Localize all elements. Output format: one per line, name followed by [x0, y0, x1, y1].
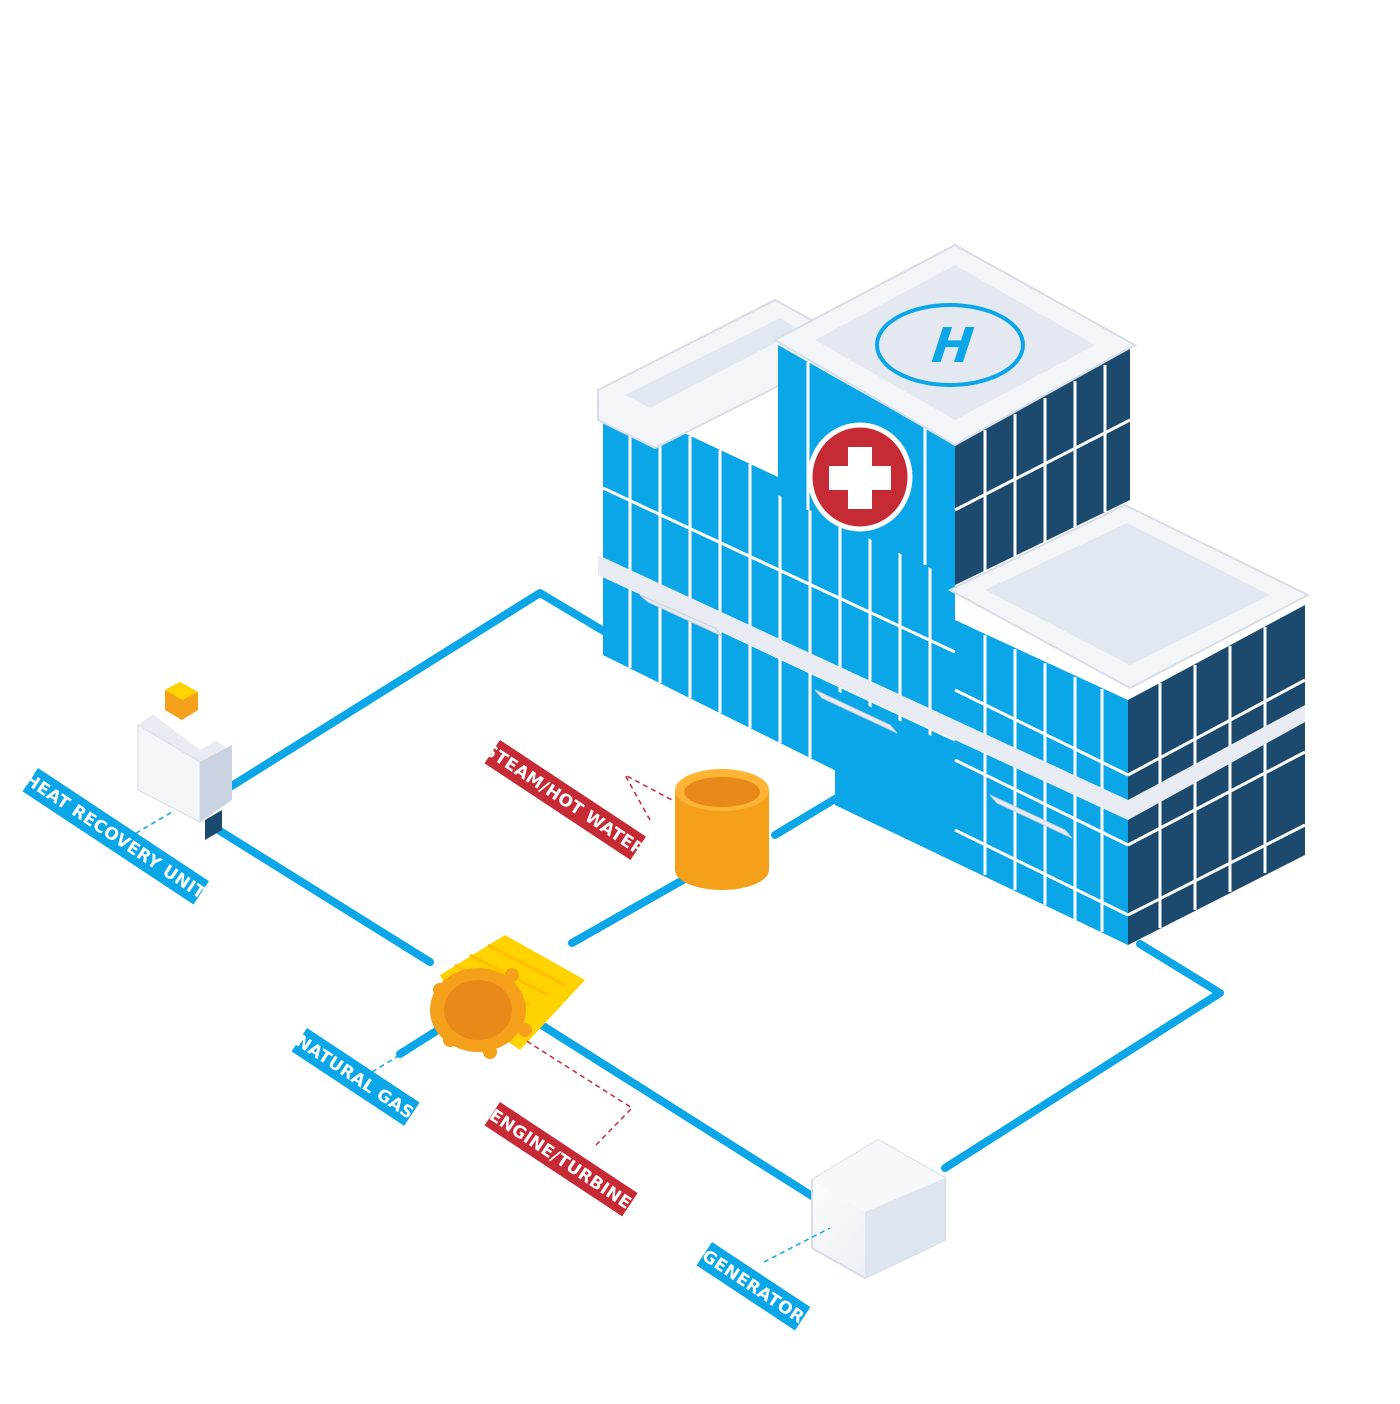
pipe-engine-to-tank	[568, 872, 694, 947]
label-natural-gas-text: NATURAL GAS	[292, 1031, 417, 1123]
generator-unit	[811, 1138, 946, 1280]
label-steam-hot-water: STEAM/HOT WATER	[480, 740, 648, 861]
right-wing	[598, 503, 1311, 945]
pipe-network	[208, 589, 1224, 1200]
leader-lines	[127, 773, 831, 1263]
pipe-engine-to-generator	[536, 1020, 816, 1200]
hospital-building: H	[597, 243, 1311, 945]
engine-turbine	[430, 935, 585, 1059]
hospital-cross-icon	[807, 422, 913, 532]
label-generator-text: GENERATOR	[698, 1246, 808, 1328]
heat-recovery-unit	[137, 682, 232, 840]
right-wing-side-face	[1128, 605, 1305, 945]
label-engine-text: ENGINE/TURBINE	[485, 1106, 634, 1214]
pipe-generator-to-building	[941, 940, 1224, 1172]
door-canopies	[639, 594, 1073, 839]
central-tower: H	[772, 243, 1138, 585]
label-engine-turbine: ENGINE/TURBINE	[484, 1102, 638, 1217]
label-steam-text: STEAM/HOT WATER	[480, 740, 648, 861]
pipe-heat-to-building	[226, 589, 616, 791]
pipe-heat-to-engine	[208, 822, 434, 966]
label-natural-gas: NATURAL GAS	[291, 1028, 420, 1126]
right-wing-window-grid	[954, 627, 1306, 932]
steam-hot-water-tank	[675, 769, 769, 890]
label-generator: GENERATOR	[696, 1242, 811, 1331]
